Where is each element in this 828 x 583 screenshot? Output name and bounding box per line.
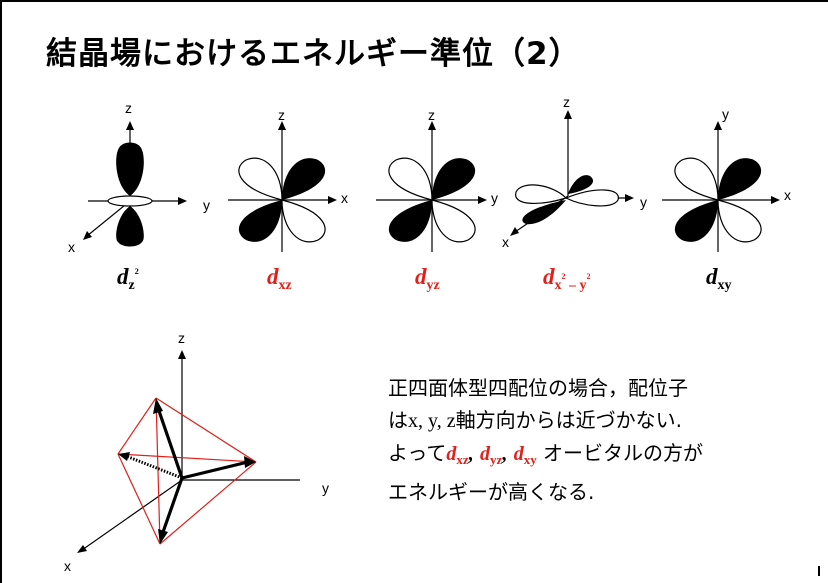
slide-title: 結晶場におけるエネルギー準位（2） bbox=[46, 36, 581, 72]
slide-edge-mark bbox=[818, 566, 824, 576]
dz2-y-label: y bbox=[203, 197, 210, 213]
explanation-line-2: はx, y, z軸方向からは近づかない. bbox=[388, 408, 682, 432]
explanation-line-4: エネルギーが高くなる. bbox=[388, 480, 595, 504]
dz2-orbital-diagram bbox=[83, 121, 187, 247]
dxz-z-label: z bbox=[278, 107, 285, 123]
dz2-x-label: x bbox=[68, 239, 75, 255]
orbital-label-dyz: dyz bbox=[415, 264, 440, 293]
dyz-orbital-diagram bbox=[376, 121, 487, 252]
dxy-y-label: y bbox=[722, 106, 729, 122]
tetra-z-label: z bbox=[178, 330, 185, 346]
tetra-x-label: x bbox=[64, 558, 71, 574]
dx2y2-z-label: z bbox=[563, 94, 570, 110]
dx2y2-y-label: y bbox=[640, 194, 647, 210]
dz2-z-label: z bbox=[125, 100, 132, 116]
orbital-label-dz2: dz2 bbox=[117, 264, 139, 293]
dxy-x-label: x bbox=[784, 187, 791, 203]
dx2y2-x-label: x bbox=[502, 234, 509, 250]
dyz-y-label: y bbox=[491, 190, 498, 206]
explanation-text: 正四面体型四配位の場合，配位子 はx, y, z軸方向からは近づかない. よって… bbox=[388, 372, 808, 508]
orbital-label-dxz: dxz bbox=[267, 264, 292, 293]
explanation-line-3: よってdxz, dyz, dxy オービタルの方が bbox=[388, 441, 704, 467]
tetrahedral-diagram bbox=[77, 350, 300, 553]
explanation-line-1: 正四面体型四配位の場合，配位子 bbox=[388, 376, 688, 400]
dx2y2-orbital-diagram bbox=[510, 110, 634, 236]
orbital-label-dx2y2: dx2 – y2 bbox=[543, 264, 591, 293]
tetra-y-label: y bbox=[322, 480, 329, 496]
dxz-x-label: x bbox=[341, 190, 348, 206]
dxy-orbital-diagram bbox=[662, 121, 780, 252]
dyz-z-label: z bbox=[428, 107, 435, 123]
dxz-orbital-diagram bbox=[228, 121, 337, 252]
orbital-label-dxy: dxy bbox=[706, 264, 732, 293]
